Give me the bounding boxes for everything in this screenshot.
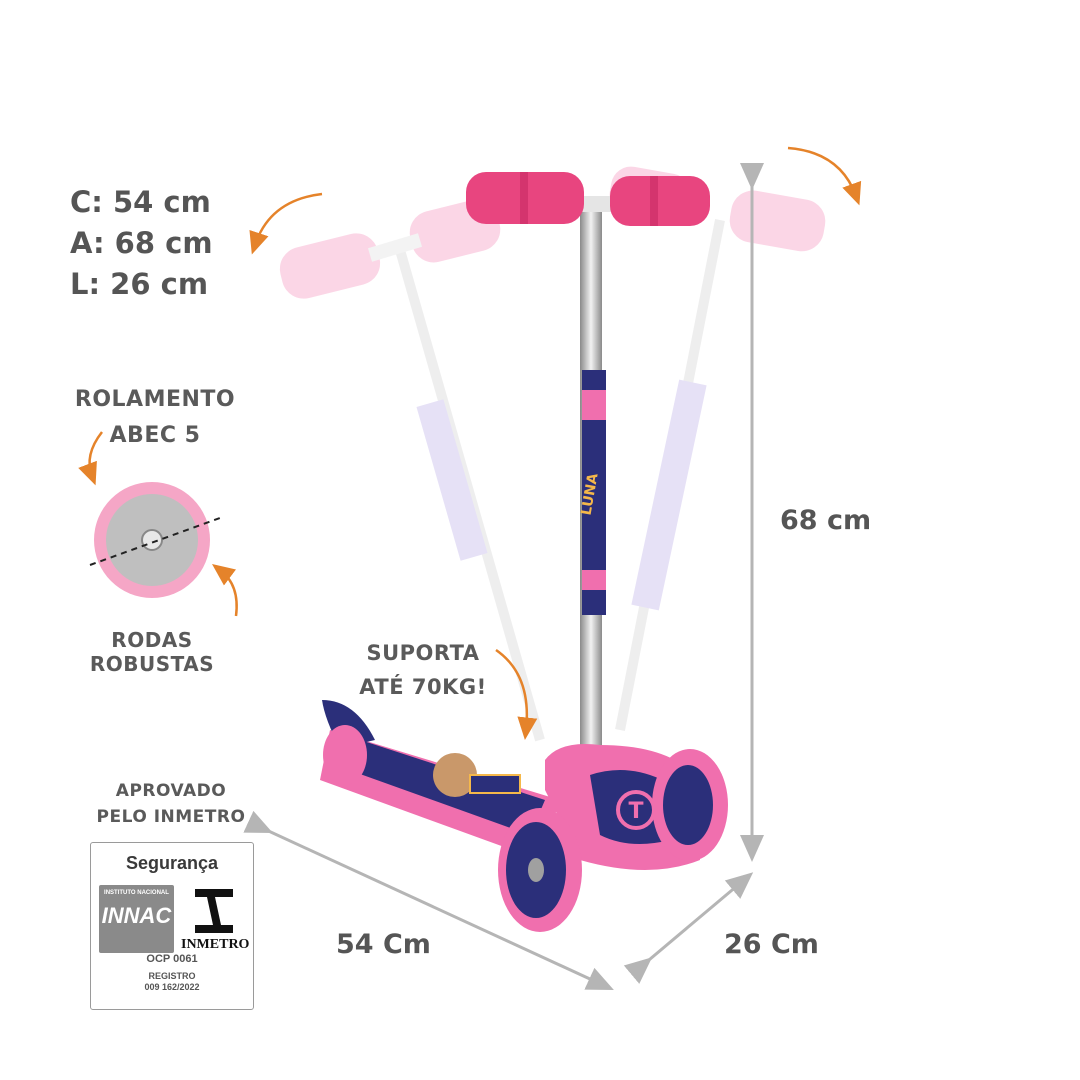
innac-institute: INSTITUTO NACIONAL <box>104 890 169 896</box>
aprovado-line2: PELO INMETRO <box>96 807 246 827</box>
rolamento-line1: ROLAMENTO <box>74 387 236 412</box>
inmetro-logo: INMETRO <box>181 885 250 955</box>
svg-text:T: T <box>628 799 643 824</box>
spec-height: A: 68 cm <box>70 226 213 260</box>
rolamento-arrow <box>78 431 103 486</box>
aprovado-callout: APROVADO PELO INMETRO <box>96 778 246 830</box>
inmetro-text: INMETRO <box>181 937 250 952</box>
suporta-line2: ATÉ 70KG! <box>359 675 487 699</box>
width-label: 26 Cm <box>724 929 819 960</box>
length-label: 54 Cm <box>336 929 431 960</box>
suporta-arrow <box>495 648 538 740</box>
spec-width: L: 26 cm <box>70 267 209 301</box>
spec-list: C: 54 cm A: 68 cm L: 26 cm <box>70 182 213 305</box>
seal-registro-number: 009 162/2022 <box>144 982 200 992</box>
innac-logo: INSTITUTO NACIONAL INNAC <box>99 885 174 953</box>
height-label: 68 cm <box>780 505 872 536</box>
aprovado-line1: APROVADO <box>115 781 227 801</box>
suporta-callout: SUPORTA ATÉ 70KG! <box>358 636 488 704</box>
rodas-callout: RODAS ROBUSTAS <box>89 628 215 676</box>
ghost-scooter-left <box>279 199 545 742</box>
rotate-arrow-right <box>787 146 862 206</box>
rolamento-callout: ROLAMENTO ABEC 5 <box>70 382 240 454</box>
inmetro-i-icon <box>195 889 233 933</box>
ghost-scooter-right <box>609 166 826 731</box>
inmetro-seal: Segurança INSTITUTO NACIONAL INNAC INMET… <box>90 842 254 1010</box>
seal-registro-label: REGISTRO <box>148 971 196 981</box>
seal-title: Segurança <box>125 853 219 873</box>
length-dimension-line <box>243 810 614 991</box>
width-dimension-line <box>623 872 754 984</box>
rodas-arrow <box>212 563 238 617</box>
innac-text: INNAC <box>101 903 172 928</box>
rolamento-line2: ABEC 5 <box>109 423 201 448</box>
wheel-detail-image <box>89 482 221 598</box>
spec-length: C: 54 cm <box>70 185 211 219</box>
svg-text:LUNA: LUNA <box>579 472 602 517</box>
seal-ocp: OCP 0061 <box>146 953 198 965</box>
rotate-arrow-left <box>249 192 323 255</box>
suporta-line1: SUPORTA <box>366 641 480 665</box>
